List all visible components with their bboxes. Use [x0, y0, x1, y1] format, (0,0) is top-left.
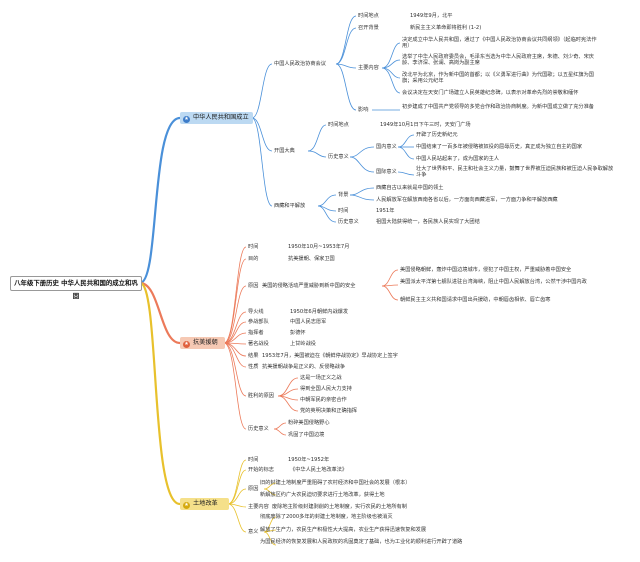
label-kw-win: 胜利的原因: [248, 393, 274, 399]
branch-3-connector: [139, 281, 181, 506]
zx-main-1: 决定成立中华人民共和国，通过了《中国人民政治协商会议共同纲领》（起临时宪法作用）: [402, 37, 597, 50]
label-kw-hist: 历史意义: [248, 426, 269, 432]
label-kw-battle: 著名战役: [248, 341, 269, 347]
lr-cause-1: 旧的封建土地制度严重阻碍了农村经济和中国社会的发展（根本）: [260, 480, 411, 486]
kw-cause-3: 朝鲜民主主义共和国请求中国出兵援助，中朝唇齿相依、唇亡齿寒: [400, 297, 551, 303]
label-zx-main: 主要内容: [358, 65, 379, 71]
label-zx-time: 时间地点: [358, 13, 379, 19]
kw-hist-2: 巩固了中国边境: [288, 432, 325, 438]
topic-label: 抗美援朝: [193, 339, 218, 346]
branch-1-links: [251, 15, 415, 223]
value-kw-battle: 上甘岭战役: [290, 341, 316, 347]
label-xz-time: 时间: [338, 208, 349, 214]
root-node[interactable]: 八年级下册历史 中华人民共和国的成立和巩固: [10, 276, 142, 300]
lr-sig-3: 为国民经济的恢复发展和人民政权的巩固奠定了基础，也为工业化的顺利进行开辟了道路: [260, 539, 463, 545]
kw-win-4: 党的英明决策和正确指挥: [300, 408, 358, 414]
label-kw-fuse: 导火线: [248, 309, 264, 315]
topic-korean-war[interactable]: ★抗美援朝: [180, 337, 225, 349]
topic-land-reform[interactable]: ★土地改革: [180, 498, 229, 510]
value-kw-commander: 彭德怀: [290, 330, 306, 336]
value-zx-open: 新民主主义革命即将胜利 (1-2): [410, 25, 482, 31]
topic-label: 土地改革: [193, 500, 218, 507]
lr-cause-2: 新解放区约广大农民迫切要求进行土地改革，获得土地: [260, 492, 385, 498]
value-kw-nature: 抗美援朝战争是正义的、反侵略战争: [262, 364, 346, 370]
value-kw-time: 1950年10月~1953年7月: [288, 244, 350, 250]
value-lr-start: 《中华人民土地改革法》: [290, 467, 348, 473]
label-kg-national: 国内意义: [376, 144, 397, 150]
lr-sig-1: 彻底废除了2000多年的封建土地制度，地主阶级也被消灭: [260, 514, 393, 520]
value-kw-result: 1953年7月，美国被迫在《朝鲜停战协定》早战协定上签字: [262, 353, 398, 359]
branch-3-links: [227, 459, 277, 546]
zx-main-4: 会议决定在天安门广场建立人民英雄纪念碑，以表示对革命先烈的崇敬和缅怀: [402, 90, 579, 96]
kg-national-2: 中国结束了一百多年被侵略被奴役的屈辱历史，真正成为独立自主的国家: [416, 144, 583, 150]
node-cppcc[interactable]: 中国人民政治协商会议: [274, 61, 326, 67]
label-kw-army: 参战部队: [248, 319, 269, 325]
label-zx-open: 召开背景: [358, 25, 379, 31]
label-lr-start: 开始的标志: [248, 467, 274, 473]
kg-national-1: 开辟了历史新纪元: [416, 132, 458, 138]
node-founding-ceremony[interactable]: 开国大典: [274, 148, 295, 154]
branch-2-connector: [139, 281, 181, 345]
label-kw-time: 时间: [248, 244, 259, 250]
kw-win-2: 得到全国人民大力支持: [300, 386, 352, 392]
value-xz-time: 1951年: [376, 208, 395, 214]
label-kw-nature: 性质: [248, 364, 259, 370]
branch-1-connector: [139, 116, 181, 285]
value-kw-fuse: 1950年6月朝鲜内战爆发: [290, 309, 349, 315]
label-lr-content: 主要内容: [248, 504, 269, 510]
zx-main-3: 改北平为北京，作为新中国的首都；以《义勇军进行曲》为代国歌；以五星红旗为国旗；采…: [402, 72, 594, 85]
label-zx-impact: 影响: [358, 107, 369, 113]
label-xz-sig: 历史意义: [338, 219, 359, 225]
label-kg-hist: 历史意义: [328, 154, 349, 160]
star-icon: ★: [183, 502, 190, 509]
topic-label: 中华人民共和国成立: [193, 114, 249, 121]
label-xz-background: 背景: [338, 192, 349, 198]
value-lr-time: 1950年~1952年: [288, 457, 330, 463]
value-kw-army: 中国人民志愿军: [290, 319, 327, 325]
xz-background-2: 人民解放军在解放西南各省以后，一方面向西藏进军，一方面力争和平解放西藏: [376, 197, 558, 203]
kg-international-1: 壮大了世界和平、民主和社会主义力量，鼓舞了世界被压迫民族和被压迫人民争取解放斗争: [416, 166, 614, 179]
topic-prc-founding[interactable]: ★中华人民共和国成立: [180, 112, 253, 124]
value-kw-cause: 美国的侵略活动严重威胁到新中国的安全: [262, 283, 356, 289]
label-lr-cause: 原因: [248, 486, 259, 492]
label-kw-cause: 原因: [248, 283, 259, 289]
label-kg-time: 时间地点: [328, 122, 349, 128]
branch-2-links: [223, 246, 399, 436]
value-kg-time: 1949年10月1日下午三时，天安门广场: [380, 122, 471, 128]
value-lr-content: 废除地主阶级封建剥削的土地制度，实行农民的土地所有制: [272, 504, 407, 510]
zx-main-2: 选举了中华人民政府委员会，毛泽东当选为中华人民政府主席，朱德、刘少奇、宋庆龄、李…: [402, 54, 594, 67]
value-kw-goal: 抗美援朝、保家卫国: [288, 256, 335, 262]
kw-cause-2: 美国派太平洋第七舰队进驻台湾海峡，阻止中国人民解放台湾，公然干涉中国内政: [400, 279, 587, 285]
kw-hist-1: 粉碎美国侵略野心: [288, 420, 330, 426]
label-lr-time: 时间: [248, 457, 259, 463]
node-tibet[interactable]: 西藏和平解放: [274, 203, 306, 209]
star-icon: ★: [183, 116, 190, 123]
label-kg-international: 国际意义: [376, 169, 397, 175]
label-kw-goal: 目的: [248, 256, 259, 262]
label-kw-result: 结果: [248, 353, 259, 359]
value-zx-impact: 初步建成了中国共产党领导的多党合作和政治协商制度。为新中国成立做了充分准备: [402, 104, 594, 110]
kg-national-3: 中国人民站起来了，成为国家的主人: [416, 156, 500, 162]
label-kw-commander: 指挥者: [248, 330, 264, 336]
value-zx-time: 1949年9月，北平: [410, 13, 453, 19]
kw-win-3: 中朝军民的亲密合作: [300, 397, 347, 403]
value-xz-sig: 祖国大陆获得统一，各民族人民实现了大团结: [376, 219, 480, 225]
label-lr-sig: 意义: [248, 529, 259, 535]
kw-win-1: 这是一场正义之战: [300, 375, 342, 381]
kw-cause-1: 美国侵略朝鲜，轰炸中国边境城市，侵犯了中国主权，严重威胁着中国安全: [400, 267, 572, 273]
star-icon: ★: [183, 341, 190, 348]
xz-background-1: 西藏自古以来就是中国的领土: [376, 185, 444, 191]
lr-sig-2: 解放了生产力，农民生产积极性大大提高，农业生产获得迅速恢复和发展: [260, 527, 427, 533]
